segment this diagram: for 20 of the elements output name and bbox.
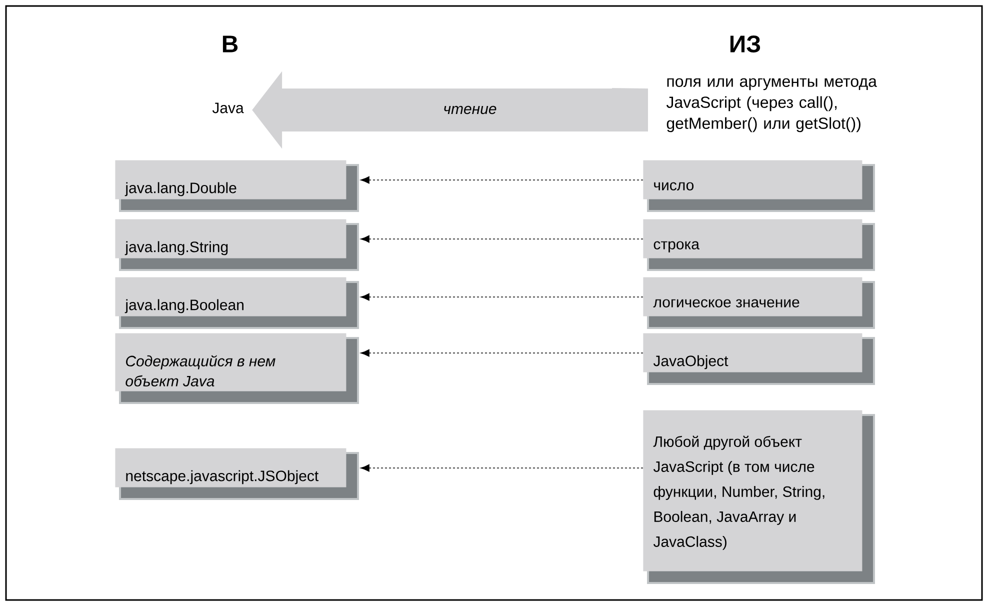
text-box: число <box>643 160 875 212</box>
text-box: java.lang.String <box>115 219 359 271</box>
arrow <box>360 235 644 243</box>
arrow <box>360 176 644 184</box>
arrow <box>360 464 644 472</box>
arrow <box>360 349 644 357</box>
edge-label: чтение <box>441 104 499 116</box>
text-box: java.lang.Boolean <box>115 277 359 329</box>
text-box: логическое значение <box>643 277 875 329</box>
text-box: JavaObject <box>643 333 875 385</box>
text-box: Любой другой объект JavaScript (в том числе функции, Number, String, Boolean, JavaArray и JavaClass) <box>643 410 875 584</box>
text-box: строка <box>643 219 875 271</box>
column-heading: В <box>222 36 238 52</box>
arrow <box>360 293 644 301</box>
text-box: netscape.javascript.JSObject <box>115 448 359 500</box>
target-label: Java <box>212 102 244 114</box>
column-heading: ИЗ <box>730 36 760 52</box>
source-text: поля или аргументы метода JavaScript (через call(), getMember() или getSlot()) <box>666 78 877 132</box>
text-box: java.lang.Double <box>115 160 359 212</box>
text-box: Содержащийся в нем объект Java <box>115 333 359 404</box>
